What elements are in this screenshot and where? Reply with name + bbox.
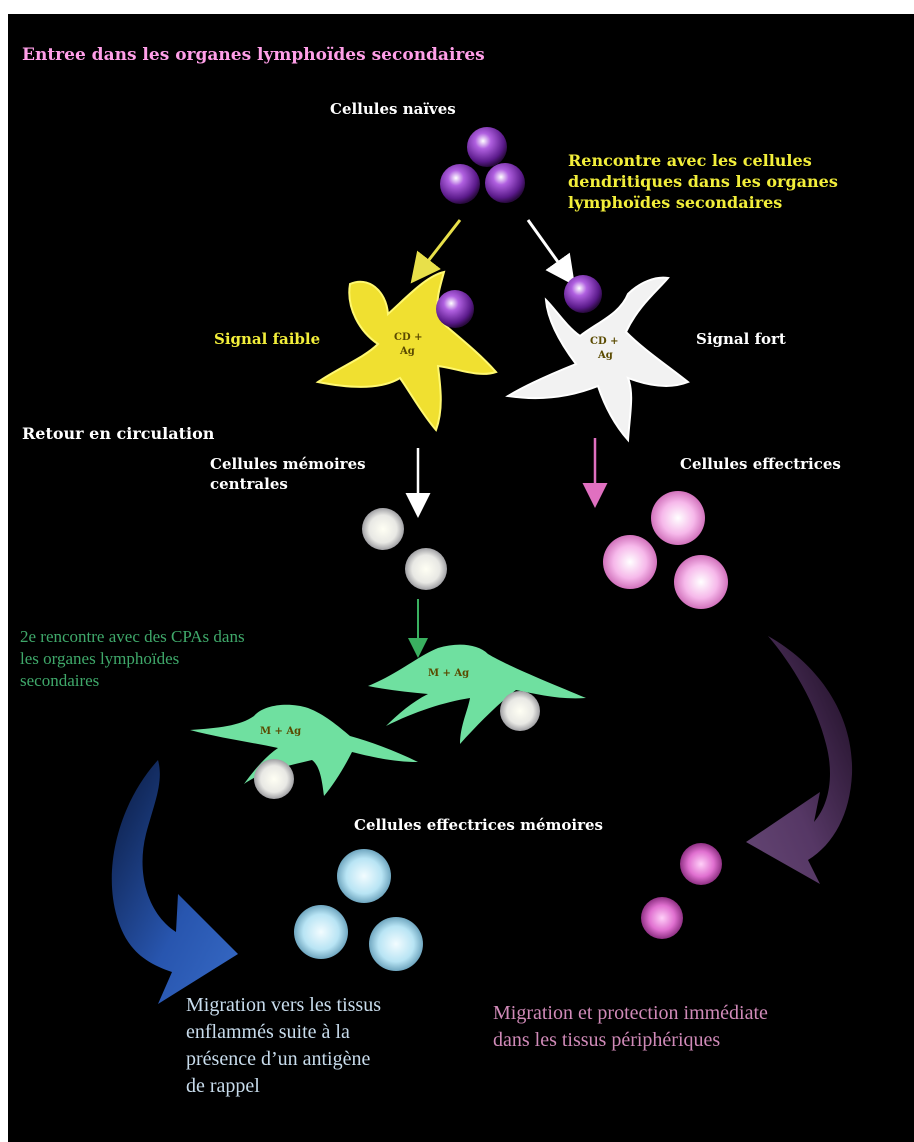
em-blue-cell xyxy=(294,905,348,959)
apc-lower: M + Ag xyxy=(190,705,418,799)
naive-cell-bound-weak xyxy=(436,290,474,328)
effector-memory-cells-pink xyxy=(641,843,722,939)
label-migration-right: Migration et protection immédiate dans l… xyxy=(493,1000,768,1054)
arrow-to-strong xyxy=(528,220,568,276)
central-memory-cells xyxy=(362,508,447,590)
label-weak-signal: Signal faible xyxy=(214,330,320,350)
memory-cell xyxy=(405,548,447,590)
svg-text:Ag: Ag xyxy=(597,350,613,361)
label-encounter: Rencontre avec les cellules dendritiques… xyxy=(568,151,838,213)
page-title: Entree dans les organes lymphoïdes secon… xyxy=(22,44,485,66)
label-effector-memory: Cellules effectrices mémoires xyxy=(354,816,603,836)
diagram-canvas: CD + Ag CD + Ag M + Ag xyxy=(8,14,914,1142)
label-second-encounter: 2e rencontre avec des CPAs dans les orga… xyxy=(20,626,245,692)
label-naive: Cellules naïves xyxy=(330,100,456,120)
dendritic-cell-strong: CD + Ag xyxy=(508,275,688,440)
effector-memory-cells-blue xyxy=(294,849,423,971)
label-return-circulation: Retour en circulation xyxy=(22,424,214,445)
em-blue-cell xyxy=(337,849,391,903)
effector-cell xyxy=(651,491,705,545)
effector-cell xyxy=(674,555,728,609)
purple-curved-arrow xyxy=(746,636,852,884)
mag-label-upper: M + Ag xyxy=(428,668,469,679)
effector-cells xyxy=(603,491,728,609)
memory-cell xyxy=(362,508,404,550)
memory-cell-bound xyxy=(254,759,294,799)
svg-text:Ag: Ag xyxy=(399,346,415,357)
cd-ag-label-weak: CD + xyxy=(394,332,423,343)
memory-cell-bound xyxy=(500,691,540,731)
blue-curved-arrow xyxy=(112,760,238,1004)
effector-cell xyxy=(603,535,657,589)
label-strong-signal: Signal fort xyxy=(696,330,786,350)
label-effector: Cellules effectrices xyxy=(680,455,841,475)
em-blue-cell xyxy=(369,917,423,971)
em-pink-cell xyxy=(680,843,722,885)
arrow-to-weak xyxy=(418,220,460,274)
naive-cell-bound-strong xyxy=(564,275,602,313)
naive-cell xyxy=(440,164,480,204)
apc-upper: M + Ag xyxy=(368,645,586,744)
em-pink-cell xyxy=(641,897,683,939)
naive-cells xyxy=(440,127,525,204)
label-migration-left: Migration vers les tissus enflammés suit… xyxy=(186,992,381,1100)
cd-ag-label-strong: CD + xyxy=(590,336,619,347)
naive-cell xyxy=(467,127,507,167)
dendritic-cell-weak: CD + Ag xyxy=(318,272,496,430)
label-central-memory: Cellules mémoires centrales xyxy=(210,455,366,494)
mag-label-lower: M + Ag xyxy=(260,726,301,737)
naive-cell xyxy=(485,163,525,203)
